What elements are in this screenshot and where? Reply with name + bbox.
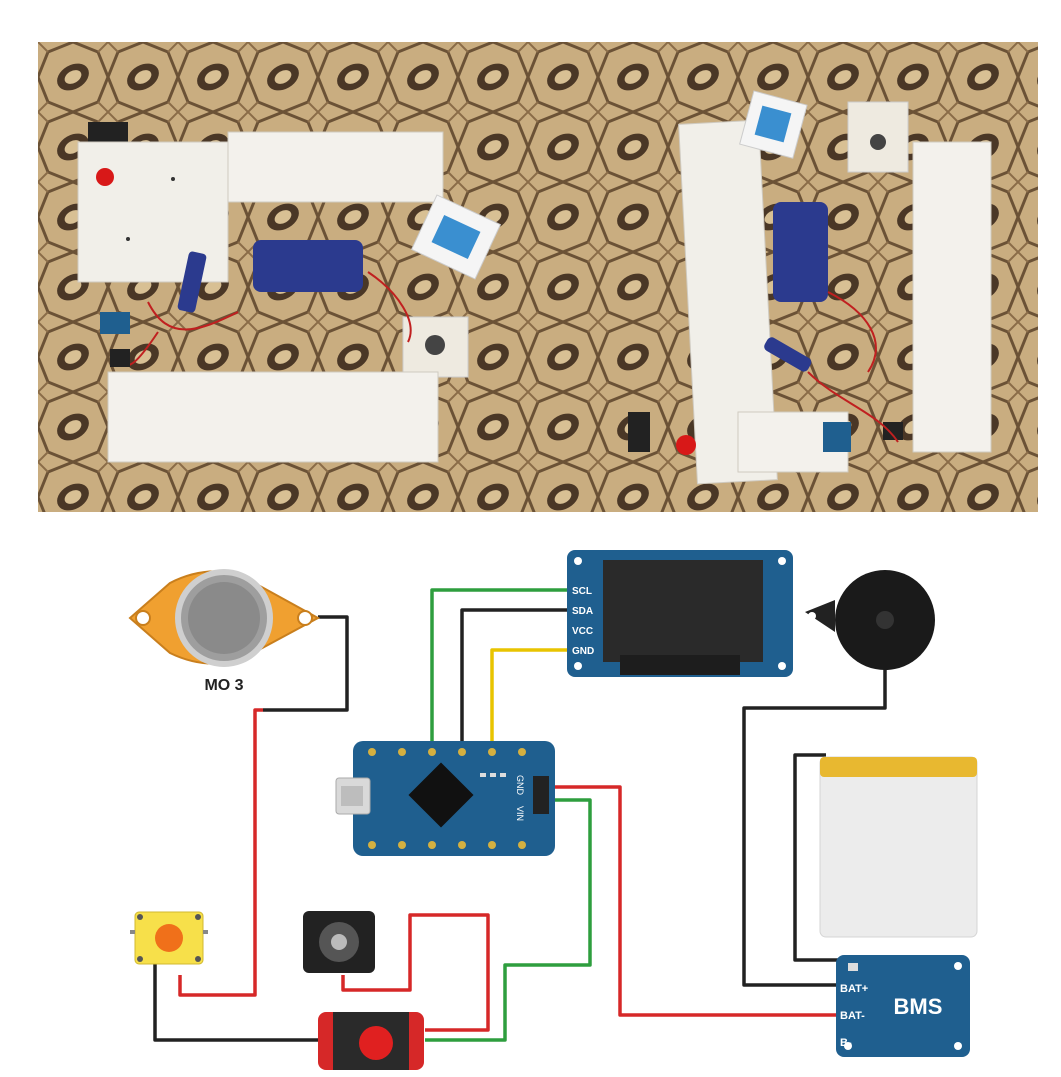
oled-display: SCL SDA VCC GND bbox=[567, 550, 793, 677]
wire-nano-green bbox=[425, 798, 592, 1042]
wire-battery-black bbox=[793, 753, 840, 962]
right-device bbox=[628, 90, 992, 485]
wire-switch-red bbox=[341, 913, 490, 1032]
bms-pin-bat-minus: BAT- bbox=[840, 1010, 865, 1022]
wiring-diagram: MO 3 SCL SDA VCC GND GND VI bbox=[128, 550, 978, 1070]
bms-label: BMS bbox=[894, 994, 943, 1019]
wire-buzzer-black bbox=[742, 668, 887, 987]
bms-pin-b-minus: B- bbox=[840, 1037, 852, 1049]
bms-module: BAT+ BAT- B- BMS bbox=[836, 955, 970, 1057]
gas-sensor: MO 3 bbox=[128, 569, 321, 694]
left-device bbox=[77, 122, 502, 463]
bms-pin-bat-plus: BAT+ bbox=[840, 983, 868, 995]
wire-nano-red bbox=[548, 785, 840, 1017]
prototype-photo bbox=[38, 42, 1038, 512]
wire-sensor-red bbox=[178, 708, 263, 997]
buzzer bbox=[805, 570, 935, 670]
sensor-label: MO 3 bbox=[204, 677, 243, 694]
nano-pin-vin: VIN bbox=[515, 806, 525, 821]
lipo-battery bbox=[819, 756, 978, 938]
nano-pin-gnd: GND bbox=[515, 775, 525, 796]
red-led-left bbox=[96, 168, 114, 186]
wire-sensor-black bbox=[263, 615, 349, 712]
wire-oled-scl bbox=[430, 588, 568, 745]
push-button bbox=[130, 911, 208, 965]
oled-pin-gnd: GND bbox=[572, 646, 594, 657]
rocker-switch bbox=[318, 1012, 424, 1070]
arduino-nano: GND VIN bbox=[335, 741, 555, 856]
oled-pin-scl: SCL bbox=[572, 586, 592, 597]
wire-oled-sda bbox=[460, 608, 568, 745]
microcontroller-chip bbox=[408, 762, 474, 828]
wire-button-black bbox=[153, 962, 318, 1042]
wire-oled-gnd bbox=[490, 648, 568, 745]
red-led-right bbox=[676, 435, 696, 455]
battery-pack-right bbox=[773, 202, 828, 302]
battery-pack-left bbox=[253, 240, 363, 292]
oled-pin-vcc: VCC bbox=[572, 626, 593, 637]
speaker-module bbox=[303, 911, 375, 973]
oled-screen bbox=[603, 560, 763, 662]
oled-pin-sda: SDA bbox=[572, 606, 593, 617]
wires bbox=[153, 588, 887, 1042]
